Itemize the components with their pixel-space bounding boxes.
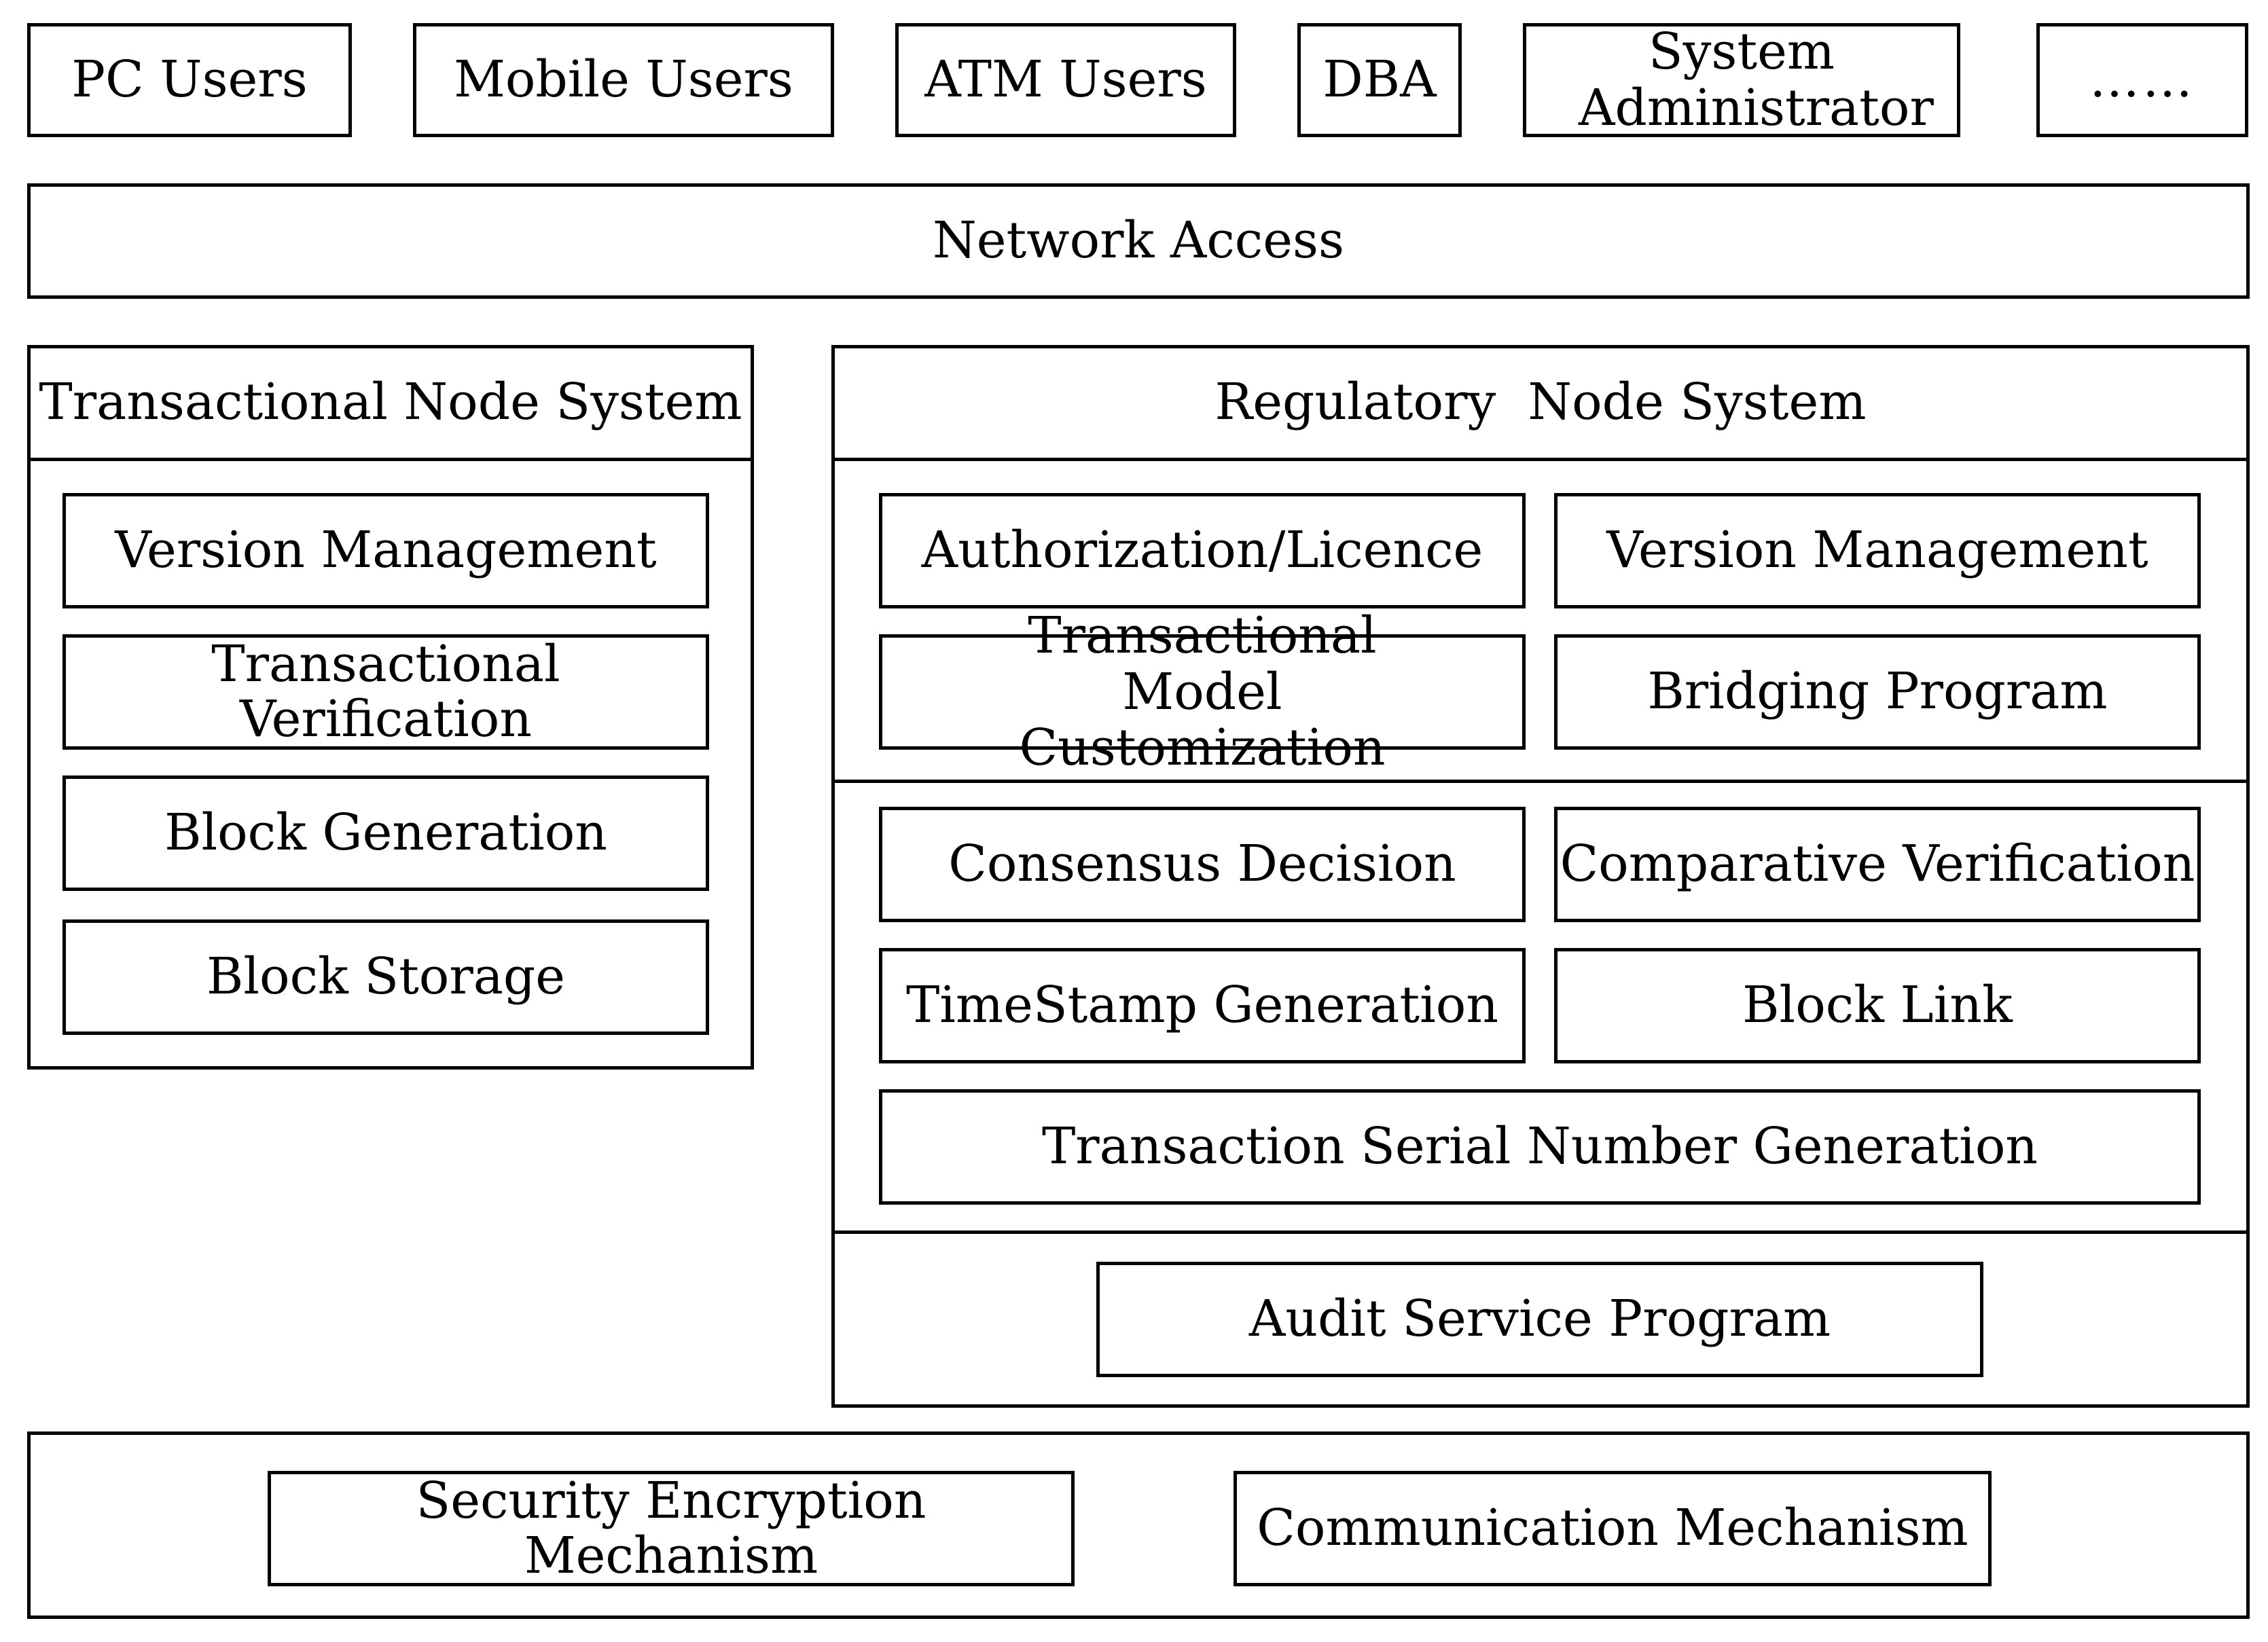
bridging-program-label: Bridging Program	[1647, 662, 2108, 721]
more-users-label: ……	[2089, 50, 2195, 109]
pc-users-box: PC Users	[27, 23, 352, 137]
comparative-verification-label: Comparative Verification	[1560, 835, 2195, 894]
security-encryption-mechanism-box: Security Encryption Mechanism	[268, 1471, 1075, 1586]
block-link-box: Block Link	[1554, 948, 2201, 1063]
transaction-serial-number-generation-label: Transaction Serial Number Generation	[1041, 1117, 2038, 1176]
foundation-layer-frame	[27, 1431, 2250, 1619]
authorization-licence-box: Authorization/Licence	[879, 493, 1526, 608]
transactional-model-customization-box: Transactional Model Customization	[879, 607, 1526, 776]
network-access-label: Network Access	[933, 211, 1344, 270]
regulatory-section-divider-1	[831, 780, 2250, 783]
transactional-version-management-box: Version Management	[62, 493, 709, 608]
transactional-verification-label: Transactional Verification	[211, 634, 560, 748]
audit-service-program-box: Audit Service Program	[1096, 1262, 1983, 1377]
regulatory-version-management-box: Version Management	[1554, 493, 2201, 608]
block-storage-box: Block Storage	[62, 919, 709, 1035]
network-access-box: Network Access	[27, 183, 2250, 299]
regulatory-title-divider	[831, 458, 2250, 461]
transactional-version-management-label: Version Management	[115, 521, 657, 580]
regulatory-section-divider-2	[831, 1230, 2250, 1234]
transactional-model-customization-label: Transactional Model Customization	[1019, 606, 1386, 778]
system-administrator-box: System Administrator	[1523, 23, 1960, 137]
consensus-decision-label: Consensus Decision	[948, 835, 1456, 894]
transactional-node-system-frame	[27, 345, 754, 1070]
consensus-decision-box: Consensus Decision	[879, 807, 1526, 922]
block-link-label: Block Link	[1742, 976, 2013, 1035]
more-users-box: ……	[2036, 23, 2248, 137]
regulatory-node-system-title-area: Regulatory Node System	[831, 345, 2250, 459]
block-generation-label: Block Generation	[164, 803, 607, 862]
regulatory-node-system-frame	[831, 345, 2250, 1408]
communication-mechanism-box: Communication Mechanism	[1234, 1471, 1992, 1586]
block-storage-label: Block Storage	[206, 947, 566, 1006]
regulatory-node-system-title: Regulatory Node System	[1214, 373, 1867, 431]
dba-label: DBA	[1322, 50, 1437, 109]
pc-users-label: PC Users	[71, 50, 308, 109]
dba-box: DBA	[1297, 23, 1462, 137]
comparative-verification-box: Comparative Verification	[1554, 807, 2201, 922]
transactional-node-system-title-area: Transactional Node System	[27, 345, 754, 459]
timestamp-generation-box: TimeStamp Generation	[879, 948, 1526, 1063]
block-generation-box: Block Generation	[62, 776, 709, 891]
communication-mechanism-label: Communication Mechanism	[1257, 1499, 1968, 1558]
security-encryption-mechanism-label: Security Encryption Mechanism	[416, 1471, 926, 1585]
regulatory-version-management-label: Version Management	[1606, 521, 2148, 580]
transactional-node-system-title: Transactional Node System	[39, 373, 742, 431]
bridging-program-box: Bridging Program	[1554, 634, 2201, 750]
authorization-licence-label: Authorization/Licence	[921, 521, 1483, 580]
mobile-users-label: Mobile Users	[454, 50, 793, 109]
atm-users-label: ATM Users	[924, 50, 1207, 109]
transactional-verification-box: Transactional Verification	[62, 634, 709, 750]
mobile-users-box: Mobile Users	[413, 23, 834, 137]
transactional-title-divider	[27, 458, 754, 461]
audit-service-program-label: Audit Service Program	[1248, 1290, 1831, 1349]
timestamp-generation-label: TimeStamp Generation	[905, 976, 1499, 1035]
atm-users-box: ATM Users	[895, 23, 1236, 137]
transaction-serial-number-generation-box: Transaction Serial Number Generation	[879, 1089, 2201, 1205]
system-administrator-label: System Administrator	[1579, 22, 1934, 137]
